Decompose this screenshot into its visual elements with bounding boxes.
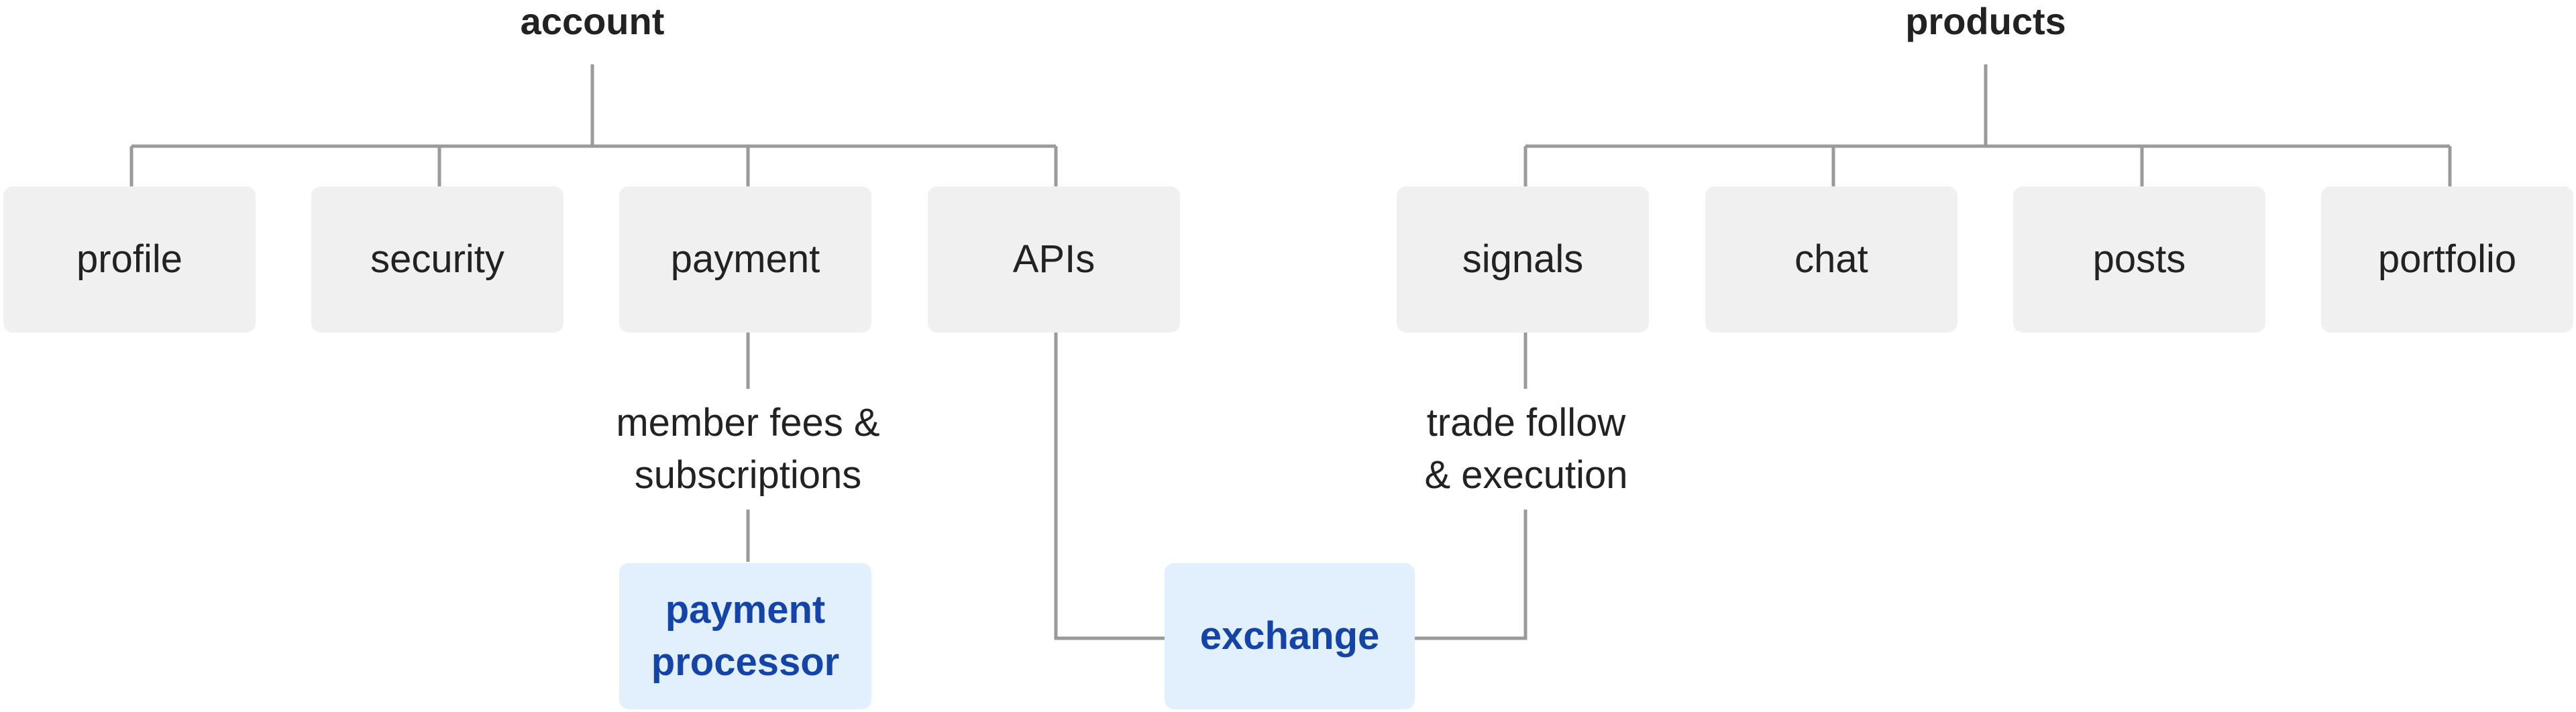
node-signals: signals (1397, 186, 1649, 333)
node-chat: chat (1705, 186, 1957, 333)
node-security: security (311, 186, 564, 333)
edge-label-member-fees: member fees & subscriptions (567, 389, 929, 510)
node-payment-processor: payment processor (619, 563, 871, 709)
node-profile: profile (3, 186, 256, 333)
apis-to-exchange-line (1054, 333, 1165, 640)
node-posts: posts (2013, 186, 2265, 333)
node-exchange: exchange (1165, 563, 1415, 709)
heading-account: account (520, 0, 665, 42)
node-portfolio: portfolio (2321, 186, 2573, 333)
edge-label-trade-follow: trade follow & execution (1368, 389, 1684, 510)
heading-products: products (1905, 0, 2066, 42)
node-apis: APIs (928, 186, 1180, 333)
node-payment: payment (619, 186, 871, 333)
